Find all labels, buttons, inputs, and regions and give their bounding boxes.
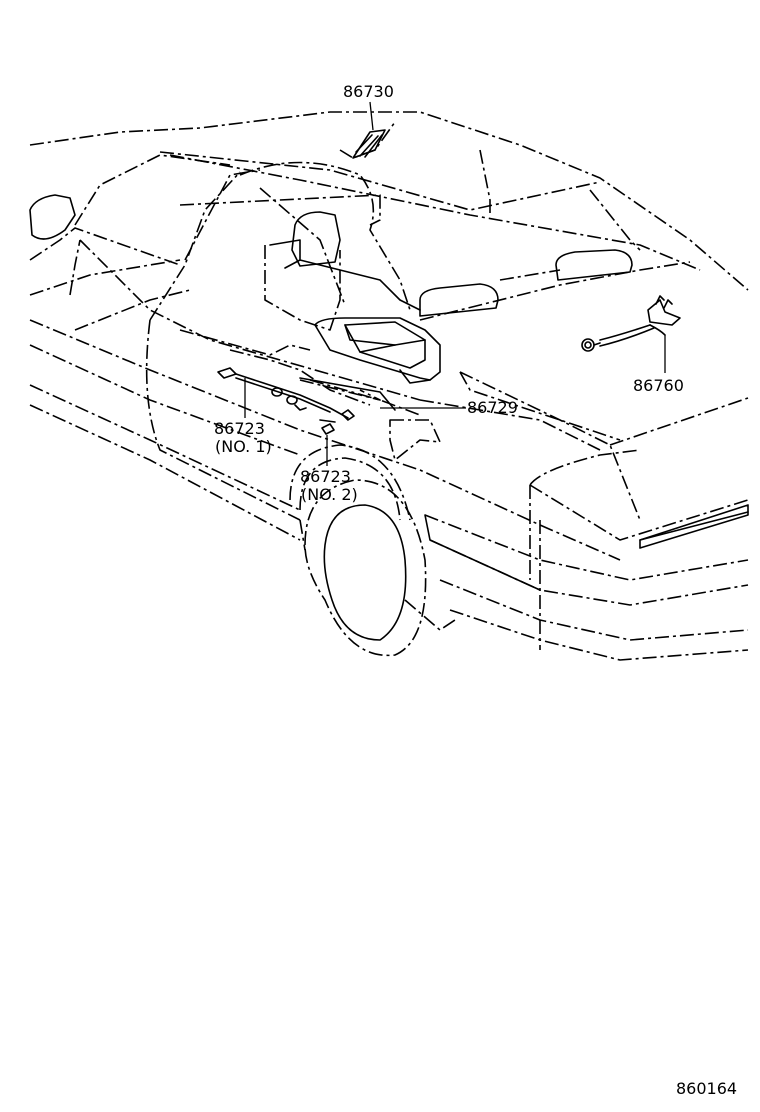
label-86760: 86760 [633,376,684,395]
leader-lines [244,101,666,466]
label-86723-no2-note: (NO. 2) [301,485,358,504]
car-interior [179,149,691,461]
label-86723-no2: 86723 [300,467,351,486]
part-86760-antenna-cable [581,295,681,352]
rear-wheel [289,444,456,657]
car-body-outline [29,111,749,661]
label-86723-no1-note: (NO. 1) [215,437,272,456]
label-86729: 86729 [467,398,518,417]
label-86723-no1: 86723 [214,419,265,438]
label-86730: 86730 [343,82,394,101]
part-86723-harness [217,367,355,435]
figure-code: 860164 [676,1079,737,1098]
part-86730-roof-module [339,121,396,159]
